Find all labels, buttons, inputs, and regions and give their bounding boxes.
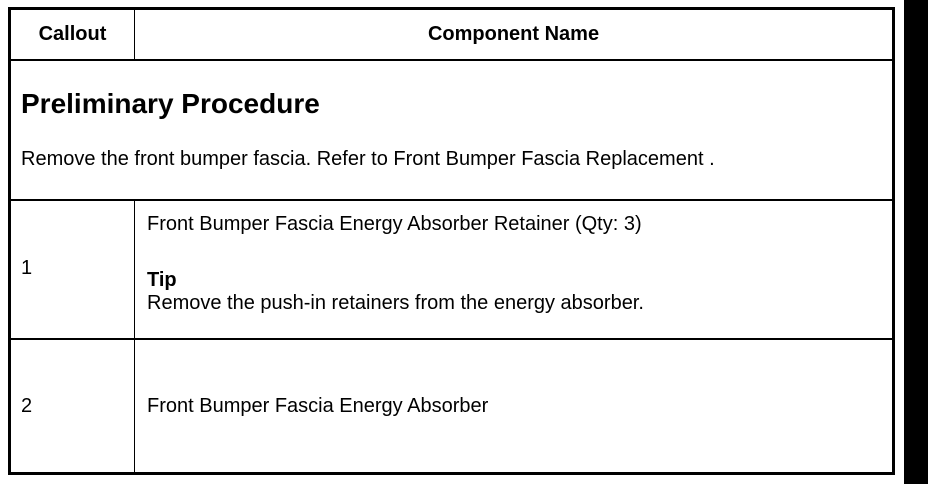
- right-edge-black-bar: [904, 0, 928, 484]
- table-header-row: Callout Component Name: [11, 10, 892, 61]
- table-row: 2 Front Bumper Fascia Energy Absorber: [11, 340, 892, 472]
- tip-text: Remove the push-in retainers from the en…: [147, 292, 644, 314]
- column-divider: [134, 10, 135, 59]
- component-name: Front Bumper Fascia Energy Absorber: [147, 395, 489, 417]
- column-divider: [134, 201, 135, 338]
- column-divider: [134, 340, 135, 472]
- preliminary-procedure-text: Remove the front bumper fascia. Refer to…: [21, 148, 715, 170]
- tip-label: Tip: [147, 269, 177, 291]
- component-name: Front Bumper Fascia Energy Absorber Reta…: [147, 213, 642, 235]
- callout-number: 1: [21, 257, 33, 279]
- preliminary-procedure-title: Preliminary Procedure: [21, 88, 320, 119]
- component-name-column-header: Component Name: [427, 23, 600, 45]
- callout-column-header: Callout: [38, 23, 107, 45]
- procedure-table: Callout Component Name Preliminary Proce…: [8, 7, 895, 475]
- callout-number: 2: [21, 395, 33, 417]
- table-row: 1 Front Bumper Fascia Energy Absorber Re…: [11, 201, 892, 340]
- preliminary-procedure-row: Preliminary Procedure Remove the front b…: [11, 61, 892, 201]
